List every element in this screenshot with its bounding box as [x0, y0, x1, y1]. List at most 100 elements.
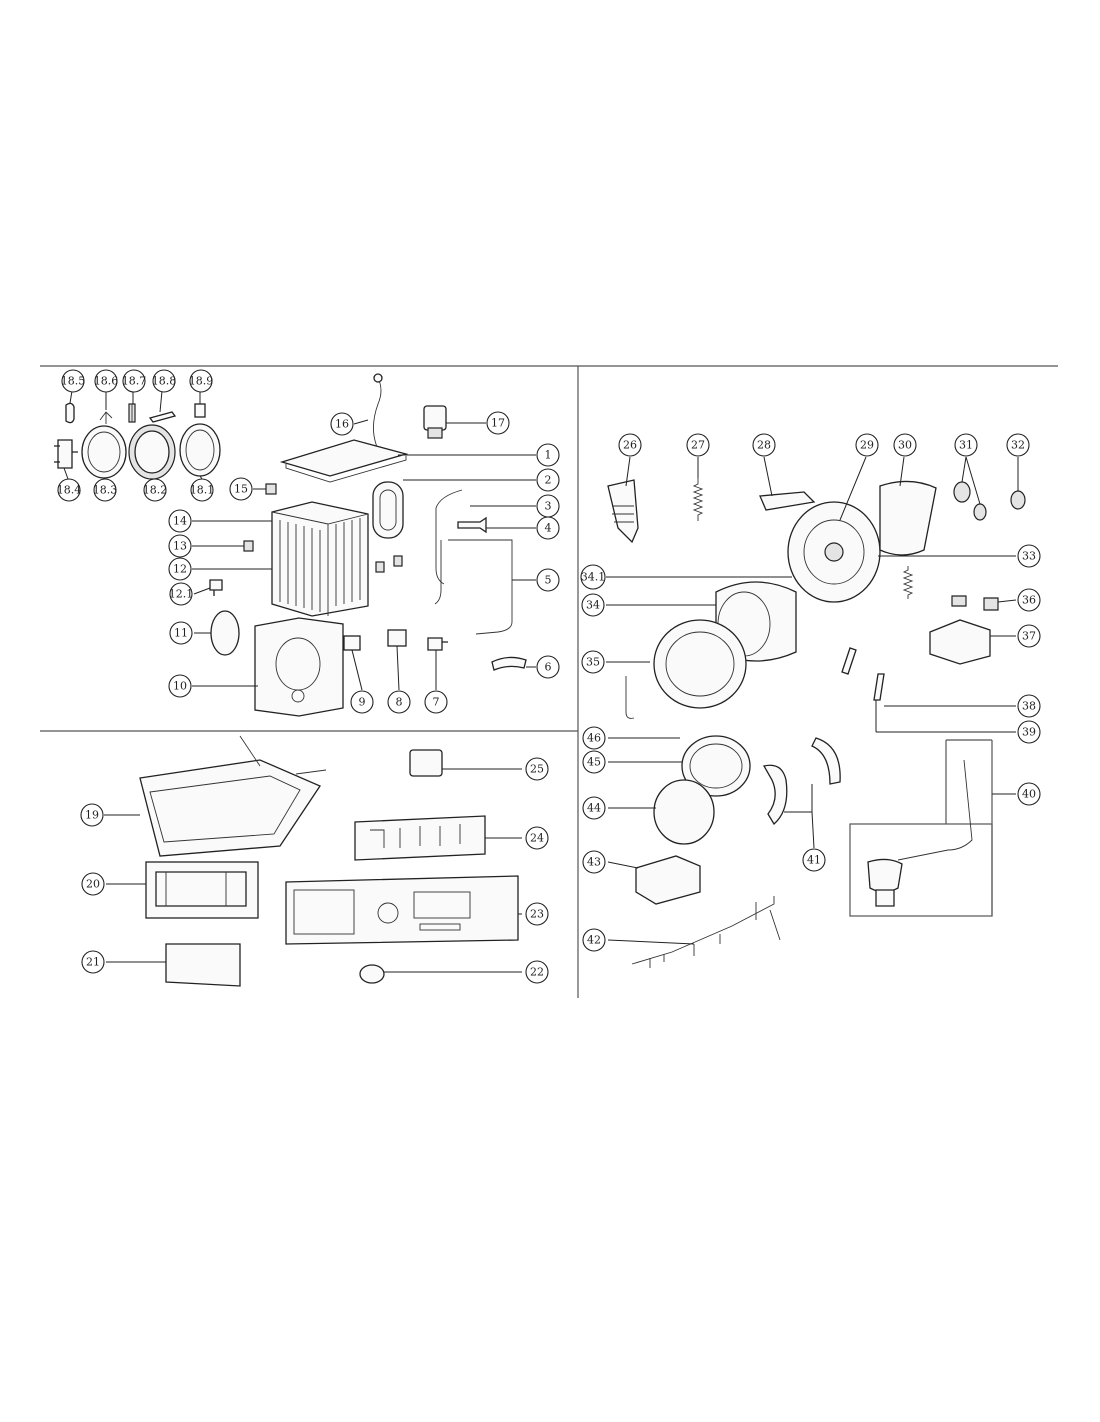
- callout-label: 7: [433, 696, 440, 709]
- callout-23: 23: [525, 902, 549, 926]
- callout-18-7: 18.7: [122, 369, 147, 393]
- callout-bubbles: 18.5 18.6 18.7 18.8 18.9 18.4 18.3 18.2 …: [57, 369, 1041, 984]
- callout-label: 18.3: [93, 484, 118, 497]
- callout-label: 18.7: [122, 375, 147, 388]
- callout-18-2: 18.2: [143, 478, 167, 502]
- callout-27: 27: [686, 433, 710, 457]
- callout-label: 36: [1022, 594, 1036, 607]
- callout-label: 24: [530, 832, 544, 845]
- front-panel-area: [210, 610, 527, 717]
- callout-label: 31: [959, 439, 973, 452]
- callout-39: 39: [1017, 720, 1041, 744]
- callout-17: 17: [486, 411, 510, 435]
- callout-label: 4: [545, 522, 552, 535]
- callout-label: 18.6: [94, 375, 119, 388]
- callout-32: 32: [1006, 433, 1030, 457]
- callout-28: 28: [752, 433, 776, 457]
- callout-label: 25: [530, 763, 544, 776]
- tub-and-drum-parts: [607, 478, 1026, 968]
- callout-20: 20: [81, 872, 105, 896]
- callout-label: 20: [86, 878, 100, 891]
- callout-5: 5: [536, 568, 560, 592]
- leaders-top-left: [63, 390, 536, 691]
- callout-label: 33: [1022, 550, 1036, 563]
- callout-18-9: 18.9: [189, 369, 214, 393]
- callout-label: 3: [545, 500, 552, 513]
- callout-24: 24: [525, 826, 549, 850]
- callout-label: 43: [587, 856, 601, 869]
- callout-label: 18.1: [190, 484, 215, 497]
- callout-label: 8: [396, 696, 403, 709]
- callout-label: 6: [545, 661, 552, 674]
- callout-label: 22: [530, 966, 544, 979]
- callout-label: 27: [691, 439, 705, 452]
- callout-label: 2: [545, 474, 552, 487]
- callout-2: 2: [536, 468, 560, 492]
- callout-34-1: 34.1: [580, 564, 606, 590]
- callout-14: 14: [168, 509, 192, 533]
- callout-label: 34: [586, 599, 600, 612]
- callout-label: 18.4: [57, 484, 82, 497]
- callout-label: 18.8: [152, 375, 177, 388]
- callout-30: 30: [893, 433, 917, 457]
- callout-33: 33: [1017, 544, 1041, 568]
- callout-42: 42: [582, 928, 606, 952]
- callout-8: 8: [387, 690, 411, 714]
- callout-46: 46: [582, 726, 606, 750]
- callout-label: 39: [1022, 726, 1036, 739]
- callout-15: 15: [229, 477, 253, 501]
- callout-16: 16: [330, 412, 354, 436]
- callout-label: 14: [173, 515, 187, 528]
- detergent-drawer-parts: [139, 735, 327, 987]
- callout-label: 21: [86, 956, 100, 969]
- callout-label: 30: [898, 439, 912, 452]
- callout-label: 40: [1022, 788, 1036, 801]
- callout-7: 7: [424, 690, 448, 714]
- callout-40: 40: [1017, 782, 1041, 806]
- callout-label: 29: [860, 439, 874, 452]
- callout-label: 38: [1022, 700, 1036, 713]
- door-small-parts: [54, 402, 221, 480]
- callout-label: 9: [359, 696, 366, 709]
- callout-19: 19: [80, 803, 104, 827]
- callout-12: 12: [168, 557, 192, 581]
- callout-label: 10: [173, 680, 187, 693]
- control-parts: [285, 749, 519, 984]
- callout-label: 12.1: [169, 588, 194, 601]
- callout-label: 45: [587, 756, 601, 769]
- top-cover: [279, 439, 409, 483]
- callout-43: 43: [582, 850, 606, 874]
- callout-label: 17: [491, 417, 505, 430]
- callout-10: 10: [168, 674, 192, 698]
- callout-18-3: 18.3: [93, 478, 118, 502]
- callout-26: 26: [618, 433, 642, 457]
- callout-9: 9: [350, 690, 374, 714]
- callout-label: 19: [85, 809, 99, 822]
- callout-label: 42: [587, 934, 601, 947]
- callout-35: 35: [581, 650, 605, 674]
- callout-label: 16: [335, 418, 349, 431]
- callout-18-8: 18.8: [152, 369, 177, 393]
- callout-21: 21: [81, 950, 105, 974]
- callout-label: 34.1: [581, 571, 606, 584]
- callout-29: 29: [855, 433, 879, 457]
- callout-34: 34: [581, 593, 605, 617]
- callout-label: 23: [530, 908, 544, 921]
- callout-label: 44: [587, 802, 601, 815]
- leaders-right: [606, 456, 1019, 945]
- callout-label: 26: [623, 439, 637, 452]
- leaders-bottom-left: [104, 768, 522, 973]
- callout-13: 13: [168, 534, 192, 558]
- callout-3: 3: [536, 494, 560, 518]
- callout-31: 31: [954, 433, 978, 457]
- callout-18-4: 18.4: [57, 478, 82, 502]
- callout-37: 37: [1017, 624, 1041, 648]
- callout-36: 36: [1017, 588, 1041, 612]
- callout-44: 44: [582, 796, 606, 820]
- callout-label: 37: [1022, 630, 1036, 643]
- callout-label: 41: [807, 854, 821, 867]
- callout-label: 18.9: [189, 375, 214, 388]
- gasket-and-pipes: [372, 481, 513, 635]
- callout-18-5: 18.5: [61, 369, 85, 393]
